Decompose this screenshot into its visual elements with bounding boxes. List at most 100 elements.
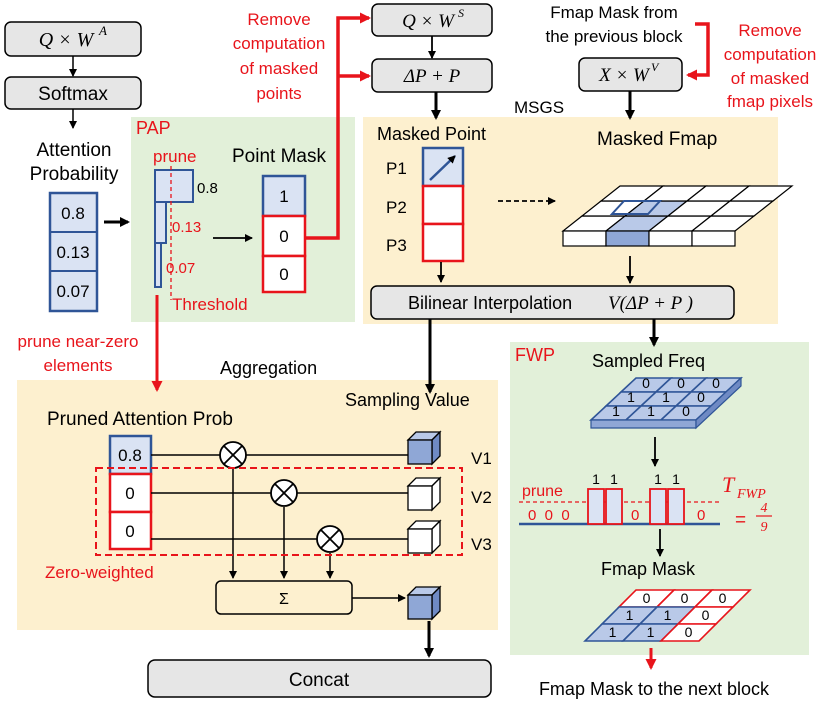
fwp-zero-right: 0 bbox=[697, 507, 705, 524]
fmap-cell-front bbox=[691, 230, 736, 247]
xwv-label: X × W bbox=[598, 65, 651, 86]
hist-bar-label-3: 1 bbox=[654, 471, 662, 487]
grid-value: 0 bbox=[702, 607, 710, 623]
multiply-icon-2 bbox=[270, 479, 298, 507]
zero-weighted-label: Zero-weighted bbox=[45, 563, 154, 582]
point-mask-title: Point Mask bbox=[232, 146, 326, 167]
remove-fmap-1: Remove bbox=[738, 21, 801, 40]
grid-value: 0 bbox=[682, 403, 690, 419]
p2-label: P2 bbox=[386, 198, 407, 217]
v1-label: V1 bbox=[471, 449, 492, 468]
prob-bar-3 bbox=[154, 242, 162, 288]
prob-bar-1 bbox=[154, 169, 194, 203]
masked-point-title: Masked Point bbox=[377, 124, 486, 144]
fwp-threshold-sub: FWP bbox=[736, 487, 766, 502]
hist-bar-3 bbox=[649, 488, 667, 525]
remove-fmap-2: computation bbox=[724, 45, 817, 64]
fmap-prev-1: Fmap Mask from bbox=[550, 3, 678, 22]
attention-value-3: 0.07 bbox=[56, 282, 89, 301]
pap-v013: 0.13 bbox=[172, 219, 201, 236]
fwp-threshold-num: 4 bbox=[761, 501, 768, 516]
fwp-title: FWP bbox=[515, 345, 555, 365]
output-cube bbox=[406, 585, 442, 621]
qwa-sup: A bbox=[98, 23, 107, 38]
grid-value: 0 bbox=[643, 590, 651, 606]
point-mask-3: 0 bbox=[279, 265, 288, 284]
hist-bar-label-4: 1 bbox=[672, 471, 680, 487]
sampling-value-label: Sampling Value bbox=[345, 390, 470, 410]
fmap-cell-front bbox=[562, 230, 607, 247]
fmap-prev-2: the previous block bbox=[545, 27, 683, 46]
grid-value: 0 bbox=[712, 375, 720, 391]
aggregation-title: Aggregation bbox=[220, 358, 317, 378]
grid-value: 1 bbox=[609, 624, 617, 640]
grid-value: 0 bbox=[642, 375, 650, 391]
pap-panel bbox=[131, 117, 355, 322]
fmap-next-label: Fmap Mask to the next block bbox=[539, 679, 770, 699]
hist-bar-label-2: 1 bbox=[610, 471, 618, 487]
point-mask-1: 1 bbox=[279, 187, 288, 206]
pap-v007: 0.07 bbox=[166, 260, 195, 277]
masked-fmap-grid bbox=[561, 185, 794, 247]
softmax-label: Softmax bbox=[38, 84, 108, 105]
qws-sup: S bbox=[458, 6, 464, 20]
remove-fmap-4: fmap pixels bbox=[727, 92, 813, 111]
grid-value: 0 bbox=[697, 389, 705, 405]
point-mask-2: 0 bbox=[279, 227, 288, 246]
msgs-title: MSGS bbox=[514, 98, 564, 117]
grid-value: 1 bbox=[662, 389, 670, 405]
attention-value-2: 0.13 bbox=[56, 243, 89, 262]
xwv-sup: V bbox=[651, 60, 660, 74]
remove-points-4: points bbox=[256, 84, 301, 103]
v2-label: V2 bbox=[471, 488, 492, 507]
fwp-zero-mid: 0 bbox=[631, 507, 639, 524]
multiply-icon-3 bbox=[316, 525, 344, 553]
hist-bar-label-1: 1 bbox=[592, 471, 600, 487]
hist-bar-4 bbox=[667, 488, 685, 525]
pruned-prob-2: 0 bbox=[125, 484, 134, 503]
grid-value: 1 bbox=[647, 624, 655, 640]
pap-threshold: Threshold bbox=[172, 295, 248, 314]
sum-label: Σ bbox=[279, 591, 289, 608]
dpp-label: ΔP + P bbox=[403, 66, 461, 87]
multiply-icon-1 bbox=[219, 441, 247, 469]
v3-label: V3 bbox=[471, 535, 492, 554]
prune-near-zero-2: elements bbox=[44, 356, 113, 375]
pap-v08: 0.8 bbox=[197, 180, 218, 197]
remove-points-3: of masked bbox=[240, 59, 318, 78]
fmap-mask-title: Fmap Mask bbox=[601, 559, 696, 579]
remove-fmap-3: of masked bbox=[731, 69, 809, 88]
attention-label-2: Probability bbox=[30, 164, 119, 185]
pap-title: PAP bbox=[136, 118, 171, 138]
grid-value: 1 bbox=[626, 607, 634, 623]
dpp-box bbox=[371, 58, 493, 93]
sampled-freq-title: Sampled Freq bbox=[592, 351, 705, 371]
fmap-cell-front bbox=[648, 230, 693, 247]
fwp-threshold-den: 9 bbox=[761, 520, 768, 535]
pruned-prob-3: 0 bbox=[125, 522, 134, 541]
zero-weighted-frame bbox=[95, 467, 463, 556]
grid-value: 0 bbox=[719, 590, 727, 606]
pap-prune: prune bbox=[153, 147, 196, 166]
fmap-cell bbox=[728, 185, 794, 202]
grid-value: 1 bbox=[647, 403, 655, 419]
concat-box bbox=[147, 659, 492, 698]
fwp-threshold-eq: = bbox=[735, 510, 746, 531]
grid-value: 0 bbox=[677, 375, 685, 391]
bilinear-box bbox=[370, 285, 735, 320]
bilinear-formula: V(ΔP + P ) bbox=[608, 293, 693, 314]
remove-points-1: Remove bbox=[247, 10, 310, 29]
fwp-threshold-t: T bbox=[722, 472, 736, 497]
p3-label: P3 bbox=[386, 236, 407, 255]
grid-value: 0 bbox=[681, 590, 689, 606]
grid-value: 1 bbox=[612, 403, 620, 419]
pruned-prob-1: 0.8 bbox=[118, 446, 142, 465]
qws-label: Q × W bbox=[402, 11, 456, 32]
attention-value-1: 0.8 bbox=[61, 204, 85, 223]
value-cube-v2 bbox=[406, 476, 442, 512]
fmap-cell-front bbox=[605, 230, 650, 247]
grid-value: 1 bbox=[627, 389, 635, 405]
